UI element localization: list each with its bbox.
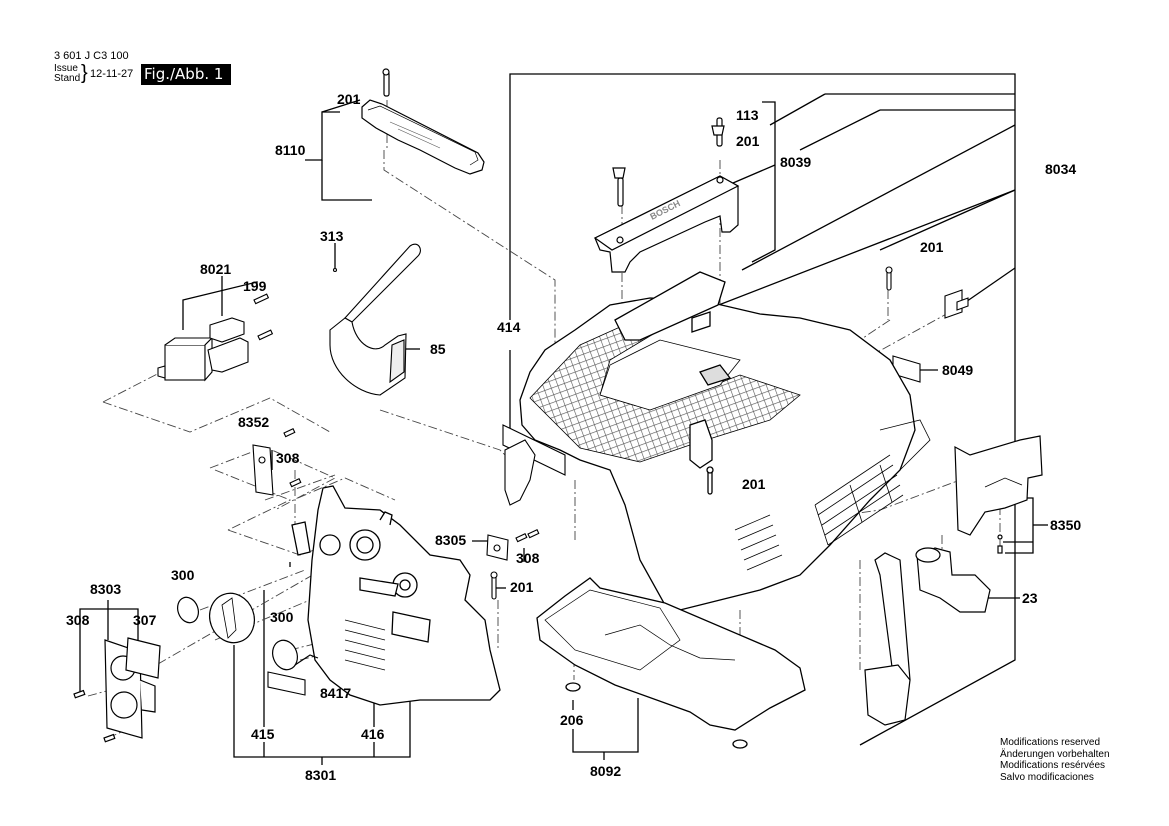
notice-line-fr: Modifications resérvées — [1000, 760, 1106, 771]
notice-line-de: Änderungen vorbehalten — [1000, 748, 1110, 760]
plate-part-8352 — [252, 428, 302, 496]
part-label-201-mid[interactable]: 201 — [742, 476, 766, 492]
housing-part-8034 — [519, 271, 931, 611]
part-label-201-top[interactable]: 201 — [337, 91, 361, 107]
part-label-201-low[interactable]: 201 — [510, 579, 534, 595]
base-plate-part-8092 — [536, 577, 806, 749]
part-label-313[interactable]: 313 — [320, 228, 344, 244]
seal-part-414 — [502, 424, 566, 506]
part-label-8305[interactable]: 8305 — [435, 532, 467, 548]
document-code: 3 601 J C3 100 — [54, 50, 129, 62]
clip-and-label-parts — [885, 266, 969, 383]
issue-date: 12-11-27 — [90, 68, 134, 80]
modifications-notice: Modifications reserved Änderungen vorbeh… — [1000, 737, 1110, 783]
figure-label: Fig./Abb. 1 — [141, 64, 231, 85]
handle-part-8110 — [361, 68, 485, 175]
part-label-23[interactable]: 23 — [1022, 590, 1038, 606]
part-label-8049[interactable]: 8049 — [942, 362, 974, 378]
part-label-8352[interactable]: 8352 — [238, 414, 270, 430]
part-label-414[interactable]: 414 — [497, 319, 521, 335]
part-label-8034[interactable]: 8034 — [1045, 161, 1077, 177]
part-label-307[interactable]: 307 — [133, 612, 157, 628]
part-label-308-c[interactable]: 308 — [66, 612, 90, 628]
issue-label: Issue — [54, 63, 78, 74]
part-label-8039[interactable]: 8039 — [780, 154, 812, 170]
knob-parts-300 — [177, 592, 298, 671]
part-label-113[interactable]: 113 — [736, 107, 759, 123]
brace-symbol: } — [81, 62, 88, 84]
part-label-415[interactable]: 415 — [251, 726, 275, 742]
part-label-8092[interactable]: 8092 — [590, 763, 622, 779]
part-label-308-a[interactable]: 308 — [276, 450, 300, 466]
part-label-8417[interactable]: 8417 — [320, 685, 352, 701]
part-label-8110[interactable]: 8110 — [275, 142, 306, 158]
part-label-416[interactable]: 416 — [361, 726, 385, 742]
part-label-300-b[interactable]: 300 — [270, 609, 294, 625]
part-label-199[interactable]: 199 — [243, 278, 267, 294]
part-label-8350[interactable]: 8350 — [1050, 517, 1082, 533]
small-front-parts — [267, 529, 540, 696]
nozzle-and-holder-parts — [864, 435, 1043, 726]
part-label-201-handle[interactable]: 201 — [736, 133, 760, 149]
part-label-8301[interactable]: 8301 — [305, 767, 337, 783]
part-label-85[interactable]: 85 — [430, 341, 446, 357]
part-label-8303[interactable]: 8303 — [90, 581, 122, 597]
notice-line-en: Modifications reserved — [1000, 737, 1101, 748]
part-label-201-right[interactable]: 201 — [920, 239, 944, 255]
stand-label: Stand — [54, 73, 81, 84]
part-label-8021[interactable]: 8021 — [200, 261, 232, 277]
issue-stand-label: Issue Stand — [54, 64, 80, 84]
part-label-308-b[interactable]: 308 — [516, 550, 540, 566]
part-label-206[interactable]: 206 — [560, 712, 584, 728]
notice-line-es: Salvo modificaciones — [1000, 771, 1094, 783]
switch-part-8021 — [157, 293, 274, 382]
front-panel-part-8301 — [291, 485, 501, 706]
socket-part-8303 — [73, 637, 161, 743]
part-label-300-a[interactable]: 300 — [171, 567, 195, 583]
hook-part-85 — [329, 243, 421, 396]
handle-part-8039: BOSCH — [593, 117, 740, 273]
